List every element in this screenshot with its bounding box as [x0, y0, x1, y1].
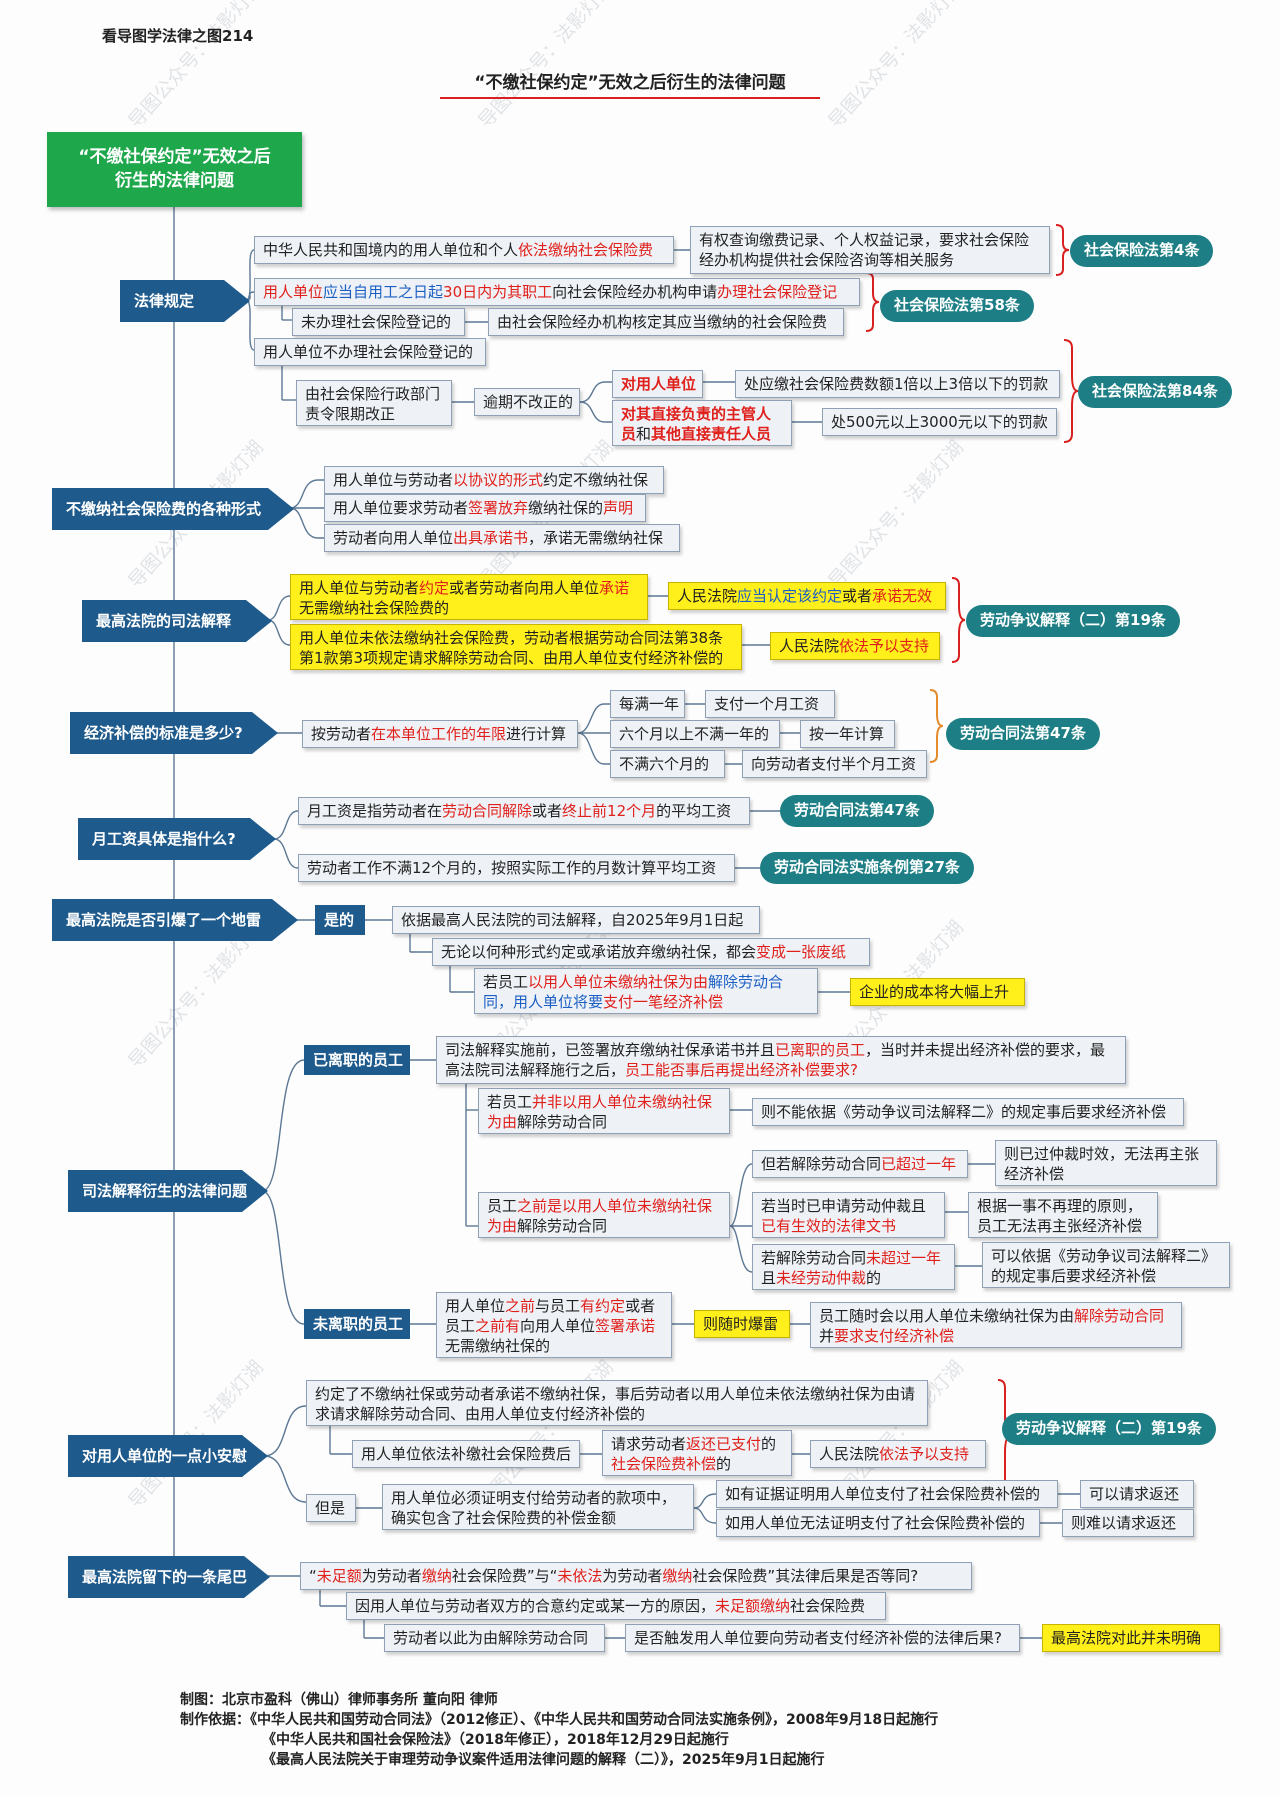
sec9-node-2: 因用人单位与劳动者双方的合意约定或某一方的原因，未足额缴纳社会保险费 — [346, 1592, 886, 1620]
sec1-node-7: 由社会保险行政部门责令限期改正 — [296, 380, 452, 426]
citation-ssl-84: 社会保险法第84条 — [1078, 376, 1232, 408]
citation-ssl-4: 社会保险法第4条 — [1070, 235, 1214, 267]
category-judicial-interpretation: 最高法院的司法解释 — [82, 600, 272, 642]
page-title: “不缴社保约定”无效之后衍生的法律问题 — [474, 73, 786, 93]
sec7-sub-3: 若解除劳动合同未超过一年且未经劳动仲裁的 — [752, 1244, 955, 1290]
sec3-node-3: 用人单位未依法缴纳社会保险费，劳动者根据劳动合同法第38条第1款第3项规定请求解… — [290, 624, 742, 670]
sec8-node-5: 用人单位必须证明支付给劳动者的款项中，确实包含了社会保险费的补偿金额 — [382, 1484, 694, 1530]
branch-current-employee: 未离职的员工 — [304, 1309, 410, 1339]
sec7-case-1-result: 则不能依据《劳动争议司法解释二》的规定事后要求经济补偿 — [752, 1098, 1184, 1126]
sec8-node-6-result: 可以请求返还 — [1080, 1480, 1194, 1508]
sec7-sub-3-result: 可以依据《劳动争议司法解释二》的规定事后要求经济补偿 — [982, 1242, 1230, 1288]
sec7-sub-1-result: 则已过仲裁时效，无法再主张经济补偿 — [995, 1140, 1217, 1186]
sec8-node-2: 用人单位依法补缴社会保险费后 — [352, 1440, 580, 1468]
citation-labor-dispute-19: 劳动争议解释（二）第19条 — [966, 605, 1180, 637]
citation-lcl-47-b: 劳动合同法第47条 — [780, 795, 934, 827]
sec1-node-12: 处500元以上3000元以下的罚款 — [822, 408, 1057, 436]
category-forms-of-non-payment: 不缴纳社会保险费的各种形式 — [52, 488, 294, 530]
sec6-node-2: 无论以何种形式约定或承诺放弃缴纳社保，都会变成一张废纸 — [432, 938, 870, 966]
sec5-node-2: 劳动者工作不满12个月的，按照实际工作的月数计算平均工资 — [298, 854, 735, 882]
sec9-conclusion: 最高法院对此并未明确 — [1042, 1624, 1220, 1652]
sec6-conclusion: 企业的成本将大幅上升 — [850, 978, 1025, 1006]
sec1-node-2: 有权查询缴费记录、个人权益记录，要求社会保险经办机构提供社会保险咨询等相关服务 — [690, 226, 1050, 274]
citation-ssl-58: 社会保险法第58条 — [880, 290, 1034, 322]
sec8-node-7-result: 则难以请求返还 — [1062, 1509, 1194, 1537]
sec4-row-3-value: 向劳动者支付半个月工资 — [742, 750, 927, 778]
citation-lcl-regulation-27: 劳动合同法实施条例第27条 — [760, 852, 974, 884]
answer-yes: 是的 — [315, 905, 365, 935]
sec8-node-7: 如用人单位无法证明支付了社会保险费补偿的 — [716, 1509, 1040, 1537]
sec8-node-6: 如有证据证明用人单位支付了社会保险费补偿的 — [716, 1480, 1058, 1508]
sec8-node-3: 请求劳动者返还已支付的社会保险费补偿的 — [602, 1430, 792, 1476]
category-monthly-wage: 月工资具体是指什么? — [78, 818, 276, 860]
category-landmine: 最高法院是否引爆了一个地雷 — [52, 899, 298, 941]
citation-lcl-47: 劳动合同法第47条 — [946, 718, 1100, 750]
category-small-comfort: 对用人单位的一点小安慰 — [68, 1435, 268, 1477]
category-derived-issues: 司法解释衍生的法律问题 — [68, 1170, 268, 1212]
citation-labor-dispute-19-b: 劳动争议解释（二）第19条 — [1002, 1413, 1216, 1445]
sec6-node-1: 依据最高人民法院的司法解释，自2025年9月1日起 — [392, 906, 760, 934]
sec7-current-warning: 则随时爆雷 — [694, 1310, 790, 1338]
sec4-node-1: 按劳动者在本单位工作的年限进行计算 — [302, 720, 578, 748]
sec4-row-1-value: 支付一个月工资 — [705, 690, 835, 718]
root-node: “不缴社保约定”无效之后衍生的法律问题 — [47, 132, 302, 207]
sec1-node-1: 中华人民共和国境内的用人单位和个人依法缴纳社会保险费 — [254, 236, 674, 264]
sec4-row-2-value: 按一年计算 — [800, 720, 895, 748]
footer-basis-3: 《最高人民法院关于审理劳动争议案件适用法律问题的解释（二）》，2025年9月1日… — [262, 1752, 825, 1768]
sec9-node-1: “未足额为劳动者缴纳社会保险费”与“未依法为劳动者缴纳社会保险费”其法律后果是否… — [300, 1562, 972, 1590]
sec1-node-10: 处应缴社会保险费数额1倍以上3倍以下的罚款 — [735, 370, 1060, 398]
sec4-row-2-key: 六个月以上不满一年的 — [610, 720, 780, 748]
sec1-node-5: 由社会保险经办机构核定其应当缴纳的社会保险费 — [488, 308, 844, 336]
sec8-node-4: 人民法院依法予以支持 — [810, 1440, 986, 1468]
category-loose-end: 最高法院留下的一条尾巴 — [68, 1556, 270, 1598]
series-label: 看导图学法律之图214 — [102, 27, 254, 45]
sec8-node-1: 约定了不缴纳社保或劳动者承诺不缴纳社保，事后劳动者以用人单位未依法缴纳社保为由请… — [306, 1380, 928, 1426]
sec7-sub-2: 若当时已申请劳动仲裁且已有生效的法律文书 — [752, 1192, 945, 1238]
sec8-but: 但是 — [306, 1494, 356, 1522]
sec1-node-11: 对其直接负责的主管人员和其他直接责任人员 — [612, 400, 792, 446]
sec3-node-2: 人民法院应当认定该约定或者承诺无效 — [668, 582, 946, 610]
sec1-node-4: 未办理社会保险登记的 — [292, 308, 465, 336]
sec5-node-1: 月工资是指劳动者在劳动合同解除或者终止前12个月的平均工资 — [298, 797, 750, 825]
sec1-node-9: 对用人单位 — [612, 370, 703, 398]
sec6-node-3: 若员工以用人单位未缴纳社保为由解除劳动合同，用人单位将要支付一笔经济补偿 — [474, 968, 818, 1014]
sec9-node-4: 是否触发用人单位要向劳动者支付经济补偿的法律后果? — [625, 1624, 1020, 1652]
sec7-sub-1: 但若解除劳动合同已超过一年 — [752, 1150, 968, 1178]
sec4-row-1-key: 每满一年 — [610, 690, 685, 718]
sec1-node-3: 用人单位应当自用工之日起30日内为其职工向社会保险经办机构申请办理社会保险登记 — [254, 278, 860, 306]
sec1-node-8: 逾期不改正的 — [474, 388, 580, 416]
sec2-item-1: 用人单位与劳动者以协议的形式约定不缴纳社保 — [324, 466, 664, 494]
category-legal-provisions: 法律规定 — [120, 280, 250, 322]
sec3-node-1: 用人单位与劳动者约定或者劳动者向用人单位承诺无需缴纳社会保险费的 — [290, 574, 648, 620]
sec9-node-3: 劳动者以此为由解除劳动合同 — [384, 1624, 605, 1652]
sec1-node-6: 用人单位不办理社会保险登记的 — [254, 338, 486, 366]
sec7-sub-2-result: 根据一事不再理的原则，员工无法再主张经济补偿 — [968, 1192, 1158, 1238]
category-compensation-standard: 经济补偿的标准是多少? — [70, 712, 278, 754]
sec7-current-result: 员工随时会以用人单位未缴纳社保为由解除劳动合同并要求支付经济补偿 — [810, 1302, 1182, 1348]
footer-basis-2: 《中华人民共和国社会保险法》（2018年修正），2018年12月29日起施行 — [262, 1732, 729, 1748]
sec7-current-1: 用人单位之前与员工有约定或者员工之前有向用人单位签署承诺无需缴纳社保的 — [436, 1292, 672, 1358]
sec7-case-1: 若员工并非以用人单位未缴纳社保为由解除劳动合同 — [478, 1088, 730, 1134]
sec2-item-3: 劳动者向用人单位出具承诺书，承诺无需缴纳社保 — [324, 524, 680, 552]
sec7-question: 司法解释实施前，已签署放弃缴纳社保承诺书并且已离职的员工，当时并未提出经济补偿的… — [436, 1036, 1126, 1084]
sec2-item-2: 用人单位要求劳动者签署放弃缴纳社保的声明 — [324, 494, 646, 522]
sec4-row-3-key: 不满六个月的 — [610, 750, 725, 778]
sec3-node-4: 人民法院依法予以支持 — [770, 632, 940, 660]
sec7-case-2: 员工之前是以用人单位未缴纳社保为由解除劳动合同 — [478, 1192, 730, 1238]
footer-maker: 制图：北京市盈科（佛山）律师事务所 董向阳 律师 — [180, 1692, 498, 1708]
footer-basis-1: 制作依据：《中华人民共和国劳动合同法》（2012修正）、《中华人民共和国劳动合同… — [180, 1712, 939, 1728]
branch-departed-employee: 已离职的员工 — [304, 1045, 410, 1075]
